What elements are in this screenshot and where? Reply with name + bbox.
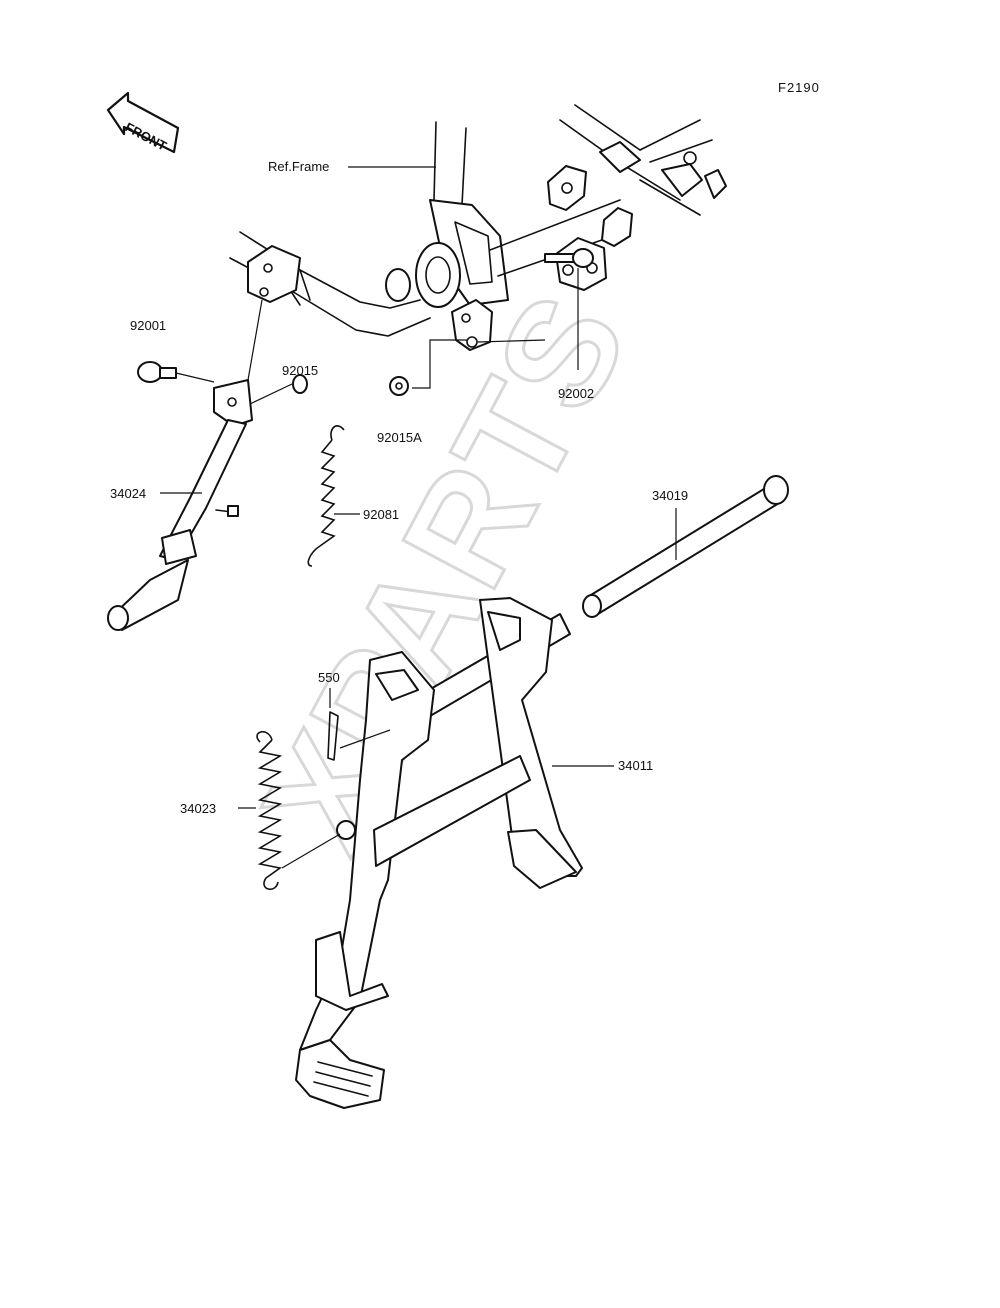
- side-stand-illustration: [107, 379, 253, 631]
- part-label-34024: 34024: [110, 486, 146, 501]
- ref-frame-label: Ref.Frame: [268, 159, 329, 174]
- part-label-92081: 92081: [363, 507, 399, 522]
- diagram-code: F2190: [778, 80, 820, 95]
- frame-illustration: [229, 104, 727, 351]
- part-label-34019: 34019: [652, 488, 688, 503]
- part-label-92002: 92002: [558, 386, 594, 401]
- part-label-550: 550: [318, 670, 340, 685]
- nut-92015-icon: [292, 374, 308, 394]
- bolt-92002-icon: [544, 248, 594, 268]
- bolt-92001-icon: [137, 361, 177, 383]
- spring-34023-icon: [256, 731, 283, 890]
- center-stand-illustration: [295, 597, 583, 1109]
- part-label-92015A: 92015A: [377, 430, 422, 445]
- watermark-text: XPARTS: [230, 269, 659, 875]
- part-label-92015: 92015: [282, 363, 318, 378]
- nut-92015A-icon: [389, 376, 409, 396]
- axle-34019-illustration: [582, 475, 789, 618]
- front-arrow-icon: FRONT: [106, 91, 180, 154]
- spring-92081-icon: [307, 425, 345, 567]
- watermark: XPARTS: [228, 267, 660, 876]
- part-label-34011: 34011: [618, 758, 653, 773]
- pin-icon: [336, 820, 356, 840]
- part-label-34023: 34023: [180, 801, 216, 816]
- cotter-pin-550-icon: [327, 711, 339, 761]
- part-label-92001: 92001: [130, 318, 166, 333]
